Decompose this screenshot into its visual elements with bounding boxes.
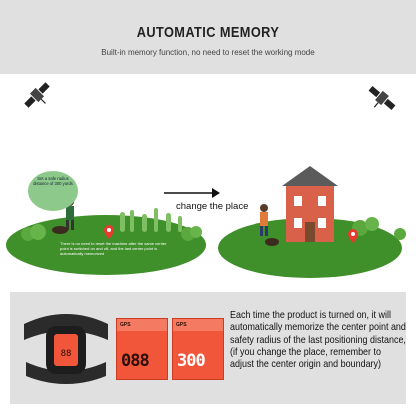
page-title: AUTOMATIC MEMORY	[136, 24, 280, 41]
header-band	[0, 0, 416, 74]
page-subtitle: Built-in memory function, no need to res…	[101, 48, 315, 57]
lcd-gps-label: GPS	[176, 322, 187, 328]
change-place-label: change the place	[176, 201, 249, 212]
satellite-icon	[368, 86, 396, 110]
lcd-status-bar	[117, 319, 167, 331]
radius-callout-bubble	[28, 171, 78, 211]
lcd-digits: 088	[121, 351, 150, 371]
gps-collar-device: 88	[24, 314, 108, 384]
feature-description: Each time the product is turned on, it w…	[230, 310, 406, 371]
lcd-screen-2: GPS 300	[172, 318, 224, 380]
lcd-digits: 300	[177, 351, 206, 371]
memory-note-text: There is no need to reset the machine af…	[60, 241, 167, 256]
svg-text:88: 88	[61, 349, 72, 359]
right-arrow-icon	[164, 188, 220, 198]
lcd-screen-1: GPS 088	[116, 318, 168, 380]
lcd-gps-label: GPS	[120, 322, 131, 328]
lcd-status-bar	[173, 319, 223, 331]
right-field-illustration	[218, 166, 406, 278]
radius-callout-text: Set a safe radius distance of 300 yards	[33, 176, 73, 186]
satellite-icon	[24, 82, 50, 108]
left-field-illustration	[6, 198, 206, 275]
